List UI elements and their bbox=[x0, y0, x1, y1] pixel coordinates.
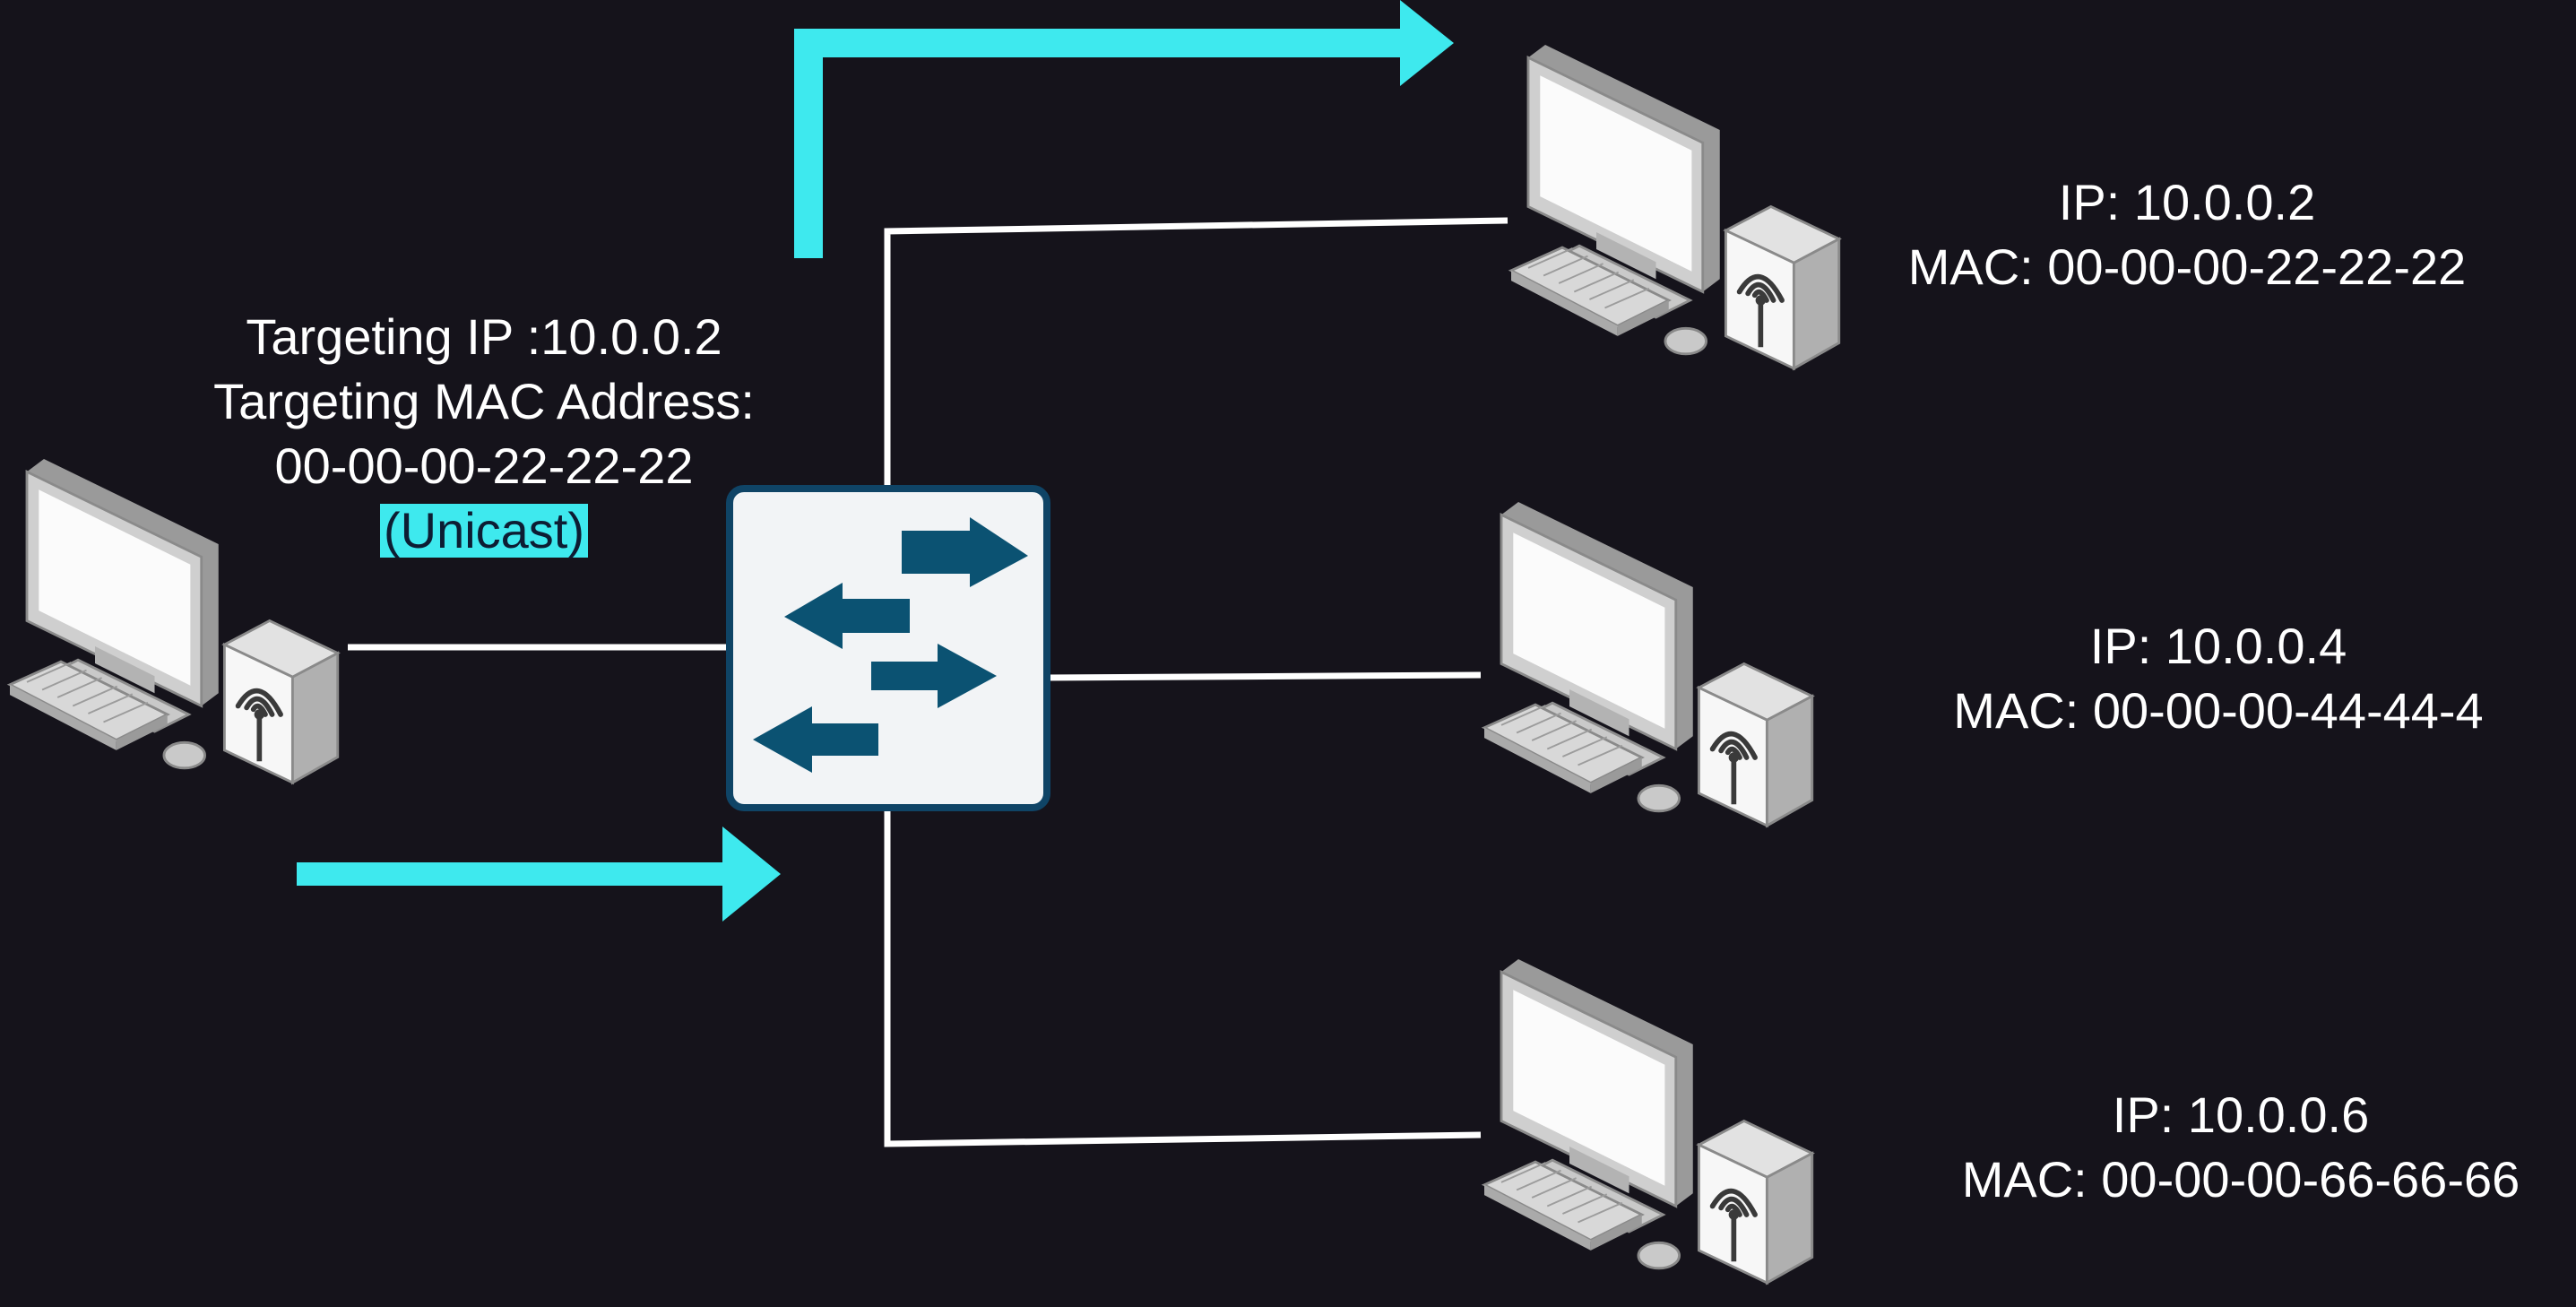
host-mac: MAC: 00-00-00-44-44-4 bbox=[1953, 682, 2484, 739]
desktop-computer-icon bbox=[1484, 502, 1812, 826]
host-ip: IP: 10.0.0.2 bbox=[2058, 174, 2316, 230]
desktop-computer-icon bbox=[1511, 45, 1839, 368]
unicast-badge: (Unicast) bbox=[379, 504, 589, 558]
host-label: IP: 10.0.0.4 MAC: 00-00-00-44-44-4 bbox=[1824, 614, 2576, 743]
arrow-right-icon bbox=[794, 0, 1454, 258]
target-mac-heading: Targeting MAC Address: bbox=[213, 373, 755, 429]
link-switch-to-host-a bbox=[884, 217, 1508, 489]
link-switch-to-host-b bbox=[1046, 671, 1482, 681]
host-mac: MAC: 00-00-00-22-22-22 bbox=[1907, 238, 2467, 295]
target-ip-text: Targeting IP :10.0.0.2 bbox=[246, 308, 722, 365]
sender-frame-label: Targeting IP :10.0.0.2 Targeting MAC Add… bbox=[125, 305, 843, 563]
network-links bbox=[348, 217, 1508, 1147]
link-switch-to-host-c bbox=[884, 811, 1482, 1147]
host-ip: IP: 10.0.0.6 bbox=[2112, 1086, 2370, 1143]
network-switch-icon bbox=[726, 485, 1050, 811]
host-label: IP: 10.0.0.6 MAC: 00-00-00-66-66-66 bbox=[1846, 1083, 2576, 1212]
host-label: IP: 10.0.0.2 MAC: 00-00-00-22-22-22 bbox=[1793, 170, 2576, 299]
desktop-computer-icon bbox=[1484, 959, 1812, 1283]
host-ip: IP: 10.0.0.4 bbox=[2089, 618, 2347, 674]
host-mac: MAC: 00-00-00-66-66-66 bbox=[1961, 1151, 2520, 1207]
target-mac-text: 00-00-00-22-22-22 bbox=[274, 437, 694, 494]
arrow-right-icon bbox=[297, 827, 781, 922]
